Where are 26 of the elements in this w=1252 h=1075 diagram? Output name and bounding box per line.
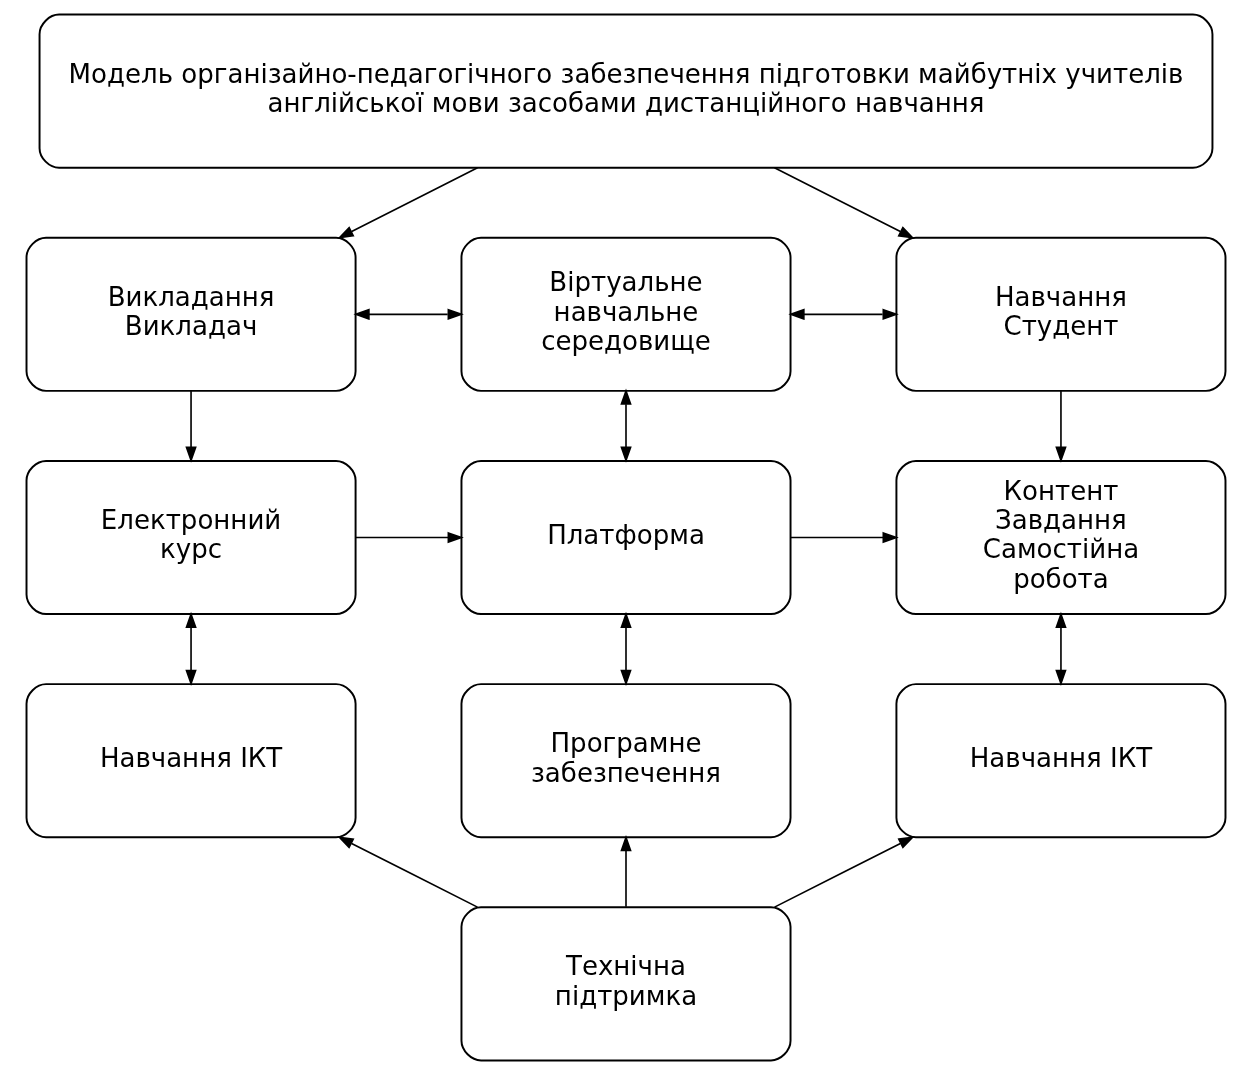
arrow bbox=[353, 308, 464, 321]
arrow bbox=[620, 611, 632, 687]
arrow bbox=[773, 836, 915, 908]
arrow bbox=[788, 308, 899, 321]
node-box: Навчання Студент bbox=[895, 236, 1227, 392]
arrow bbox=[337, 167, 479, 239]
arrow bbox=[355, 531, 464, 544]
node-box: Модель організайно-педагогічного забезпечення підготовки майбутніх учителів англійської мови засобами дистанційного навчання bbox=[38, 13, 1214, 169]
arrow bbox=[337, 836, 479, 908]
node-box: Віртуальне навчальне середовище bbox=[460, 236, 792, 392]
arrow bbox=[1055, 390, 1067, 463]
node-box: Навчання ІКТ bbox=[895, 683, 1227, 839]
arrow bbox=[620, 388, 632, 463]
arrow bbox=[1055, 611, 1067, 687]
arrow bbox=[773, 167, 915, 239]
arrow bbox=[620, 834, 632, 908]
node-box: Навчання ІКТ bbox=[25, 683, 357, 839]
arrow bbox=[185, 611, 197, 687]
node-box: Платформа bbox=[460, 459, 792, 616]
arrow bbox=[790, 531, 899, 544]
node-box: Контент Завдання Самостійна робота bbox=[895, 459, 1227, 616]
node-box: Викладання Викладач bbox=[25, 236, 357, 392]
node-box: Технічна підтримка bbox=[460, 906, 792, 1062]
node-box: Програмне забезпечення bbox=[460, 683, 792, 839]
node-box: Електронний курс bbox=[25, 459, 357, 616]
arrow bbox=[185, 390, 197, 463]
